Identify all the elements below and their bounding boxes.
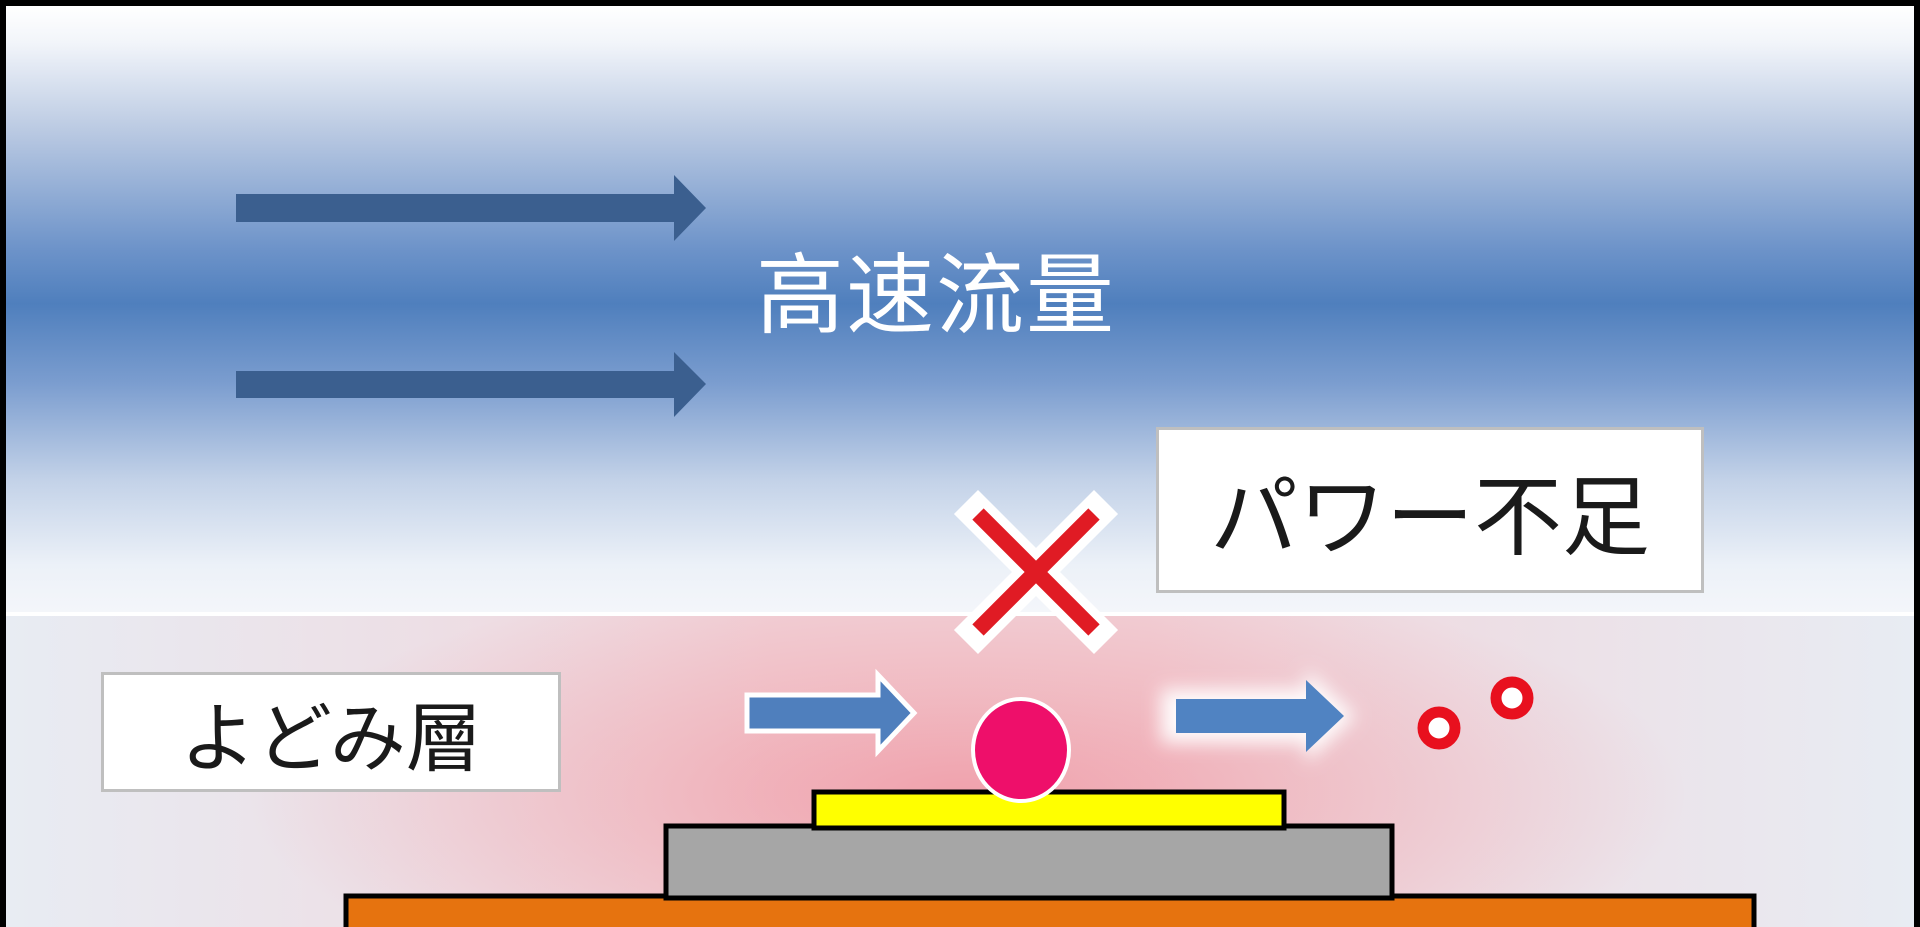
stagnant-layer-label-box: よどみ層 (101, 672, 561, 792)
stagnant-layer-label: よどみ層 (180, 694, 482, 783)
cross-mark-icon (953, 489, 1119, 655)
flow-arrow-icon (236, 175, 706, 241)
layer-boundary (6, 612, 1914, 616)
ring-particle-icon (1490, 676, 1534, 720)
base-plate (343, 893, 1757, 927)
top-plate (811, 789, 1287, 831)
diagram-frame: 高速流量 よどみ層 パワー不足 (6, 6, 1914, 927)
incoming-arrow-icon (744, 668, 918, 758)
ring-particle-icon (1417, 706, 1461, 750)
power-shortage-label-box: パワー不足 (1156, 427, 1704, 593)
middle-plate (663, 823, 1395, 901)
flow-label: 高速流量 (755, 244, 1116, 347)
flow-arrow-icon (236, 352, 706, 417)
diagram-graphics (236, 175, 1757, 927)
droplet-icon (971, 697, 1071, 803)
power-shortage-label: パワー不足 (1209, 465, 1650, 569)
outgoing-arrow-icon (1161, 669, 1356, 763)
